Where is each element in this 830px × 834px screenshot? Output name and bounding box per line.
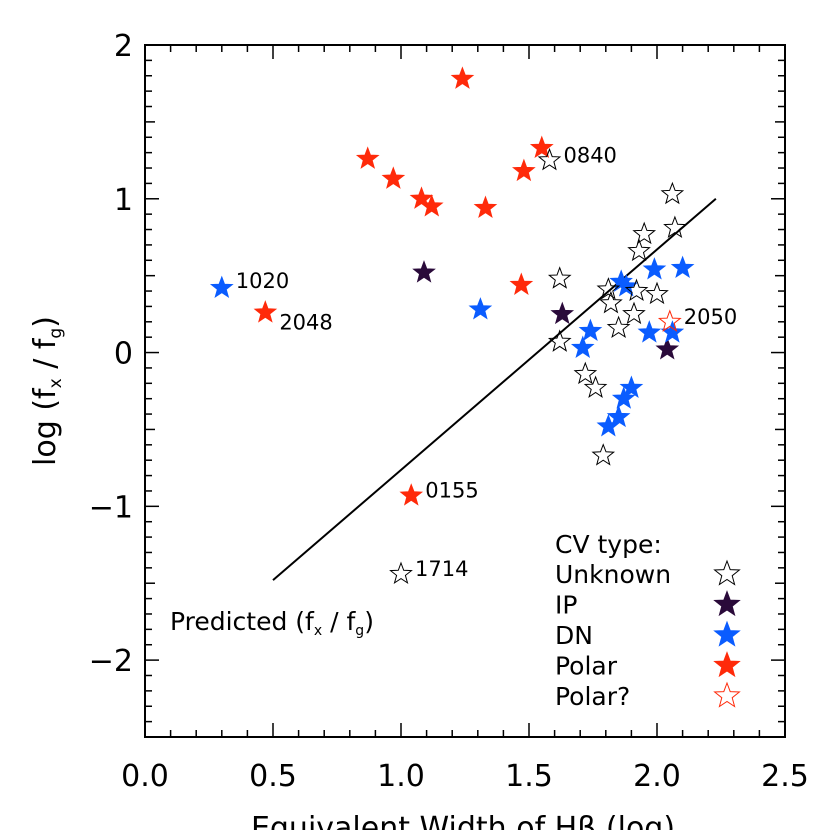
- legend-label-polar: Polar: [555, 652, 618, 681]
- y-tick-labels: 2 1 0 −1 −2: [89, 29, 133, 679]
- legend-marker-polar_q: [713, 681, 741, 708]
- point-dn: [619, 375, 644, 398]
- point-unknown: [573, 361, 598, 385]
- point-unknown: [547, 266, 572, 289]
- x-tick-label: 1.0: [377, 759, 425, 794]
- point-unknown: [663, 215, 687, 239]
- point-ip: [550, 301, 575, 325]
- point-polar: [399, 483, 424, 506]
- point-unknown: [591, 443, 616, 466]
- point-unknown: [660, 181, 685, 205]
- point-polar: [355, 146, 380, 169]
- y-axis-label: log (fx / fg): [28, 316, 66, 466]
- y-tick-label: 1: [114, 183, 133, 218]
- point-unknown: [622, 301, 646, 325]
- legend-marker-ip: [713, 590, 741, 617]
- point-polar: [509, 272, 534, 295]
- point-label: 2048: [279, 311, 332, 335]
- point-unknown: [627, 238, 651, 262]
- point-unknown: [389, 561, 413, 585]
- point-dn: [642, 257, 667, 280]
- point-dn: [570, 335, 595, 358]
- prediction-label: Predicted (fx / fg): [170, 607, 374, 639]
- point-unknown: [606, 315, 631, 339]
- point-unknown: [632, 221, 657, 245]
- point-unknown: [596, 277, 621, 300]
- legend-marker-dn: [713, 620, 741, 647]
- point-polar: [253, 300, 278, 323]
- point-polar: [473, 195, 498, 219]
- point-dn: [670, 255, 695, 279]
- axis-ticks: [144, 44, 786, 738]
- y-tick-label: 2: [114, 29, 133, 64]
- legend-label-polar_q: Polar?: [555, 682, 630, 711]
- point-dn: [614, 273, 639, 297]
- x-tick-label: 2.0: [633, 759, 681, 794]
- point-polar: [450, 66, 475, 89]
- point-label: 2050: [684, 305, 737, 329]
- point-polar: [529, 135, 554, 159]
- point-dn: [611, 386, 636, 409]
- point-unknown: [537, 147, 562, 171]
- x-tick-label: 1.5: [505, 759, 553, 794]
- point-polar: [381, 166, 406, 189]
- point-ip: [655, 337, 680, 360]
- point-dn: [660, 320, 685, 343]
- y-tick-label: 0: [114, 337, 133, 372]
- point-unknown: [624, 278, 649, 302]
- point-polar: [419, 194, 444, 217]
- legend-label-ip: IP: [555, 591, 577, 620]
- prediction-line: [272, 198, 717, 581]
- x-axis-label: Equivalent Width of Hβ (log): [251, 811, 675, 830]
- point-unknown: [583, 375, 608, 398]
- x-tick-label: 0.0: [121, 759, 169, 794]
- y-tick-label: −1: [89, 490, 133, 525]
- point-dn: [606, 404, 631, 428]
- x-tick-label: 0.5: [249, 759, 297, 794]
- point-unknown: [645, 281, 669, 305]
- point-polar_q: [657, 309, 682, 332]
- point-dn: [596, 413, 621, 437]
- x-tick-label: 2.5: [761, 759, 809, 794]
- point-label: 0840: [563, 143, 616, 167]
- legend-title: CV type:: [555, 530, 662, 559]
- y-tick-label: −2: [89, 644, 133, 679]
- point-polar: [512, 158, 536, 182]
- point-dn: [578, 318, 603, 342]
- point-label: 0155: [425, 479, 478, 503]
- point-dn: [209, 275, 234, 299]
- point-dn: [468, 297, 493, 320]
- x-tick-labels: 0.0 0.5 1.0 1.5 2.0 2.5: [121, 759, 809, 794]
- point-label: 1020: [236, 269, 289, 293]
- data-points: 2048 0155 1020 0840 1714 2050: [209, 66, 737, 585]
- point-dn: [637, 320, 662, 343]
- point-label: 1714: [415, 557, 468, 581]
- legend-marker-unknown: [713, 559, 741, 586]
- legend-marker-polar: [713, 651, 741, 678]
- plot-frame: [144, 44, 786, 738]
- legend-label-dn: DN: [555, 621, 593, 650]
- point-unknown: [599, 290, 623, 314]
- point-ip: [412, 260, 436, 283]
- point-unknown: [547, 329, 572, 352]
- legend-label-unknown: Unknown: [555, 560, 671, 589]
